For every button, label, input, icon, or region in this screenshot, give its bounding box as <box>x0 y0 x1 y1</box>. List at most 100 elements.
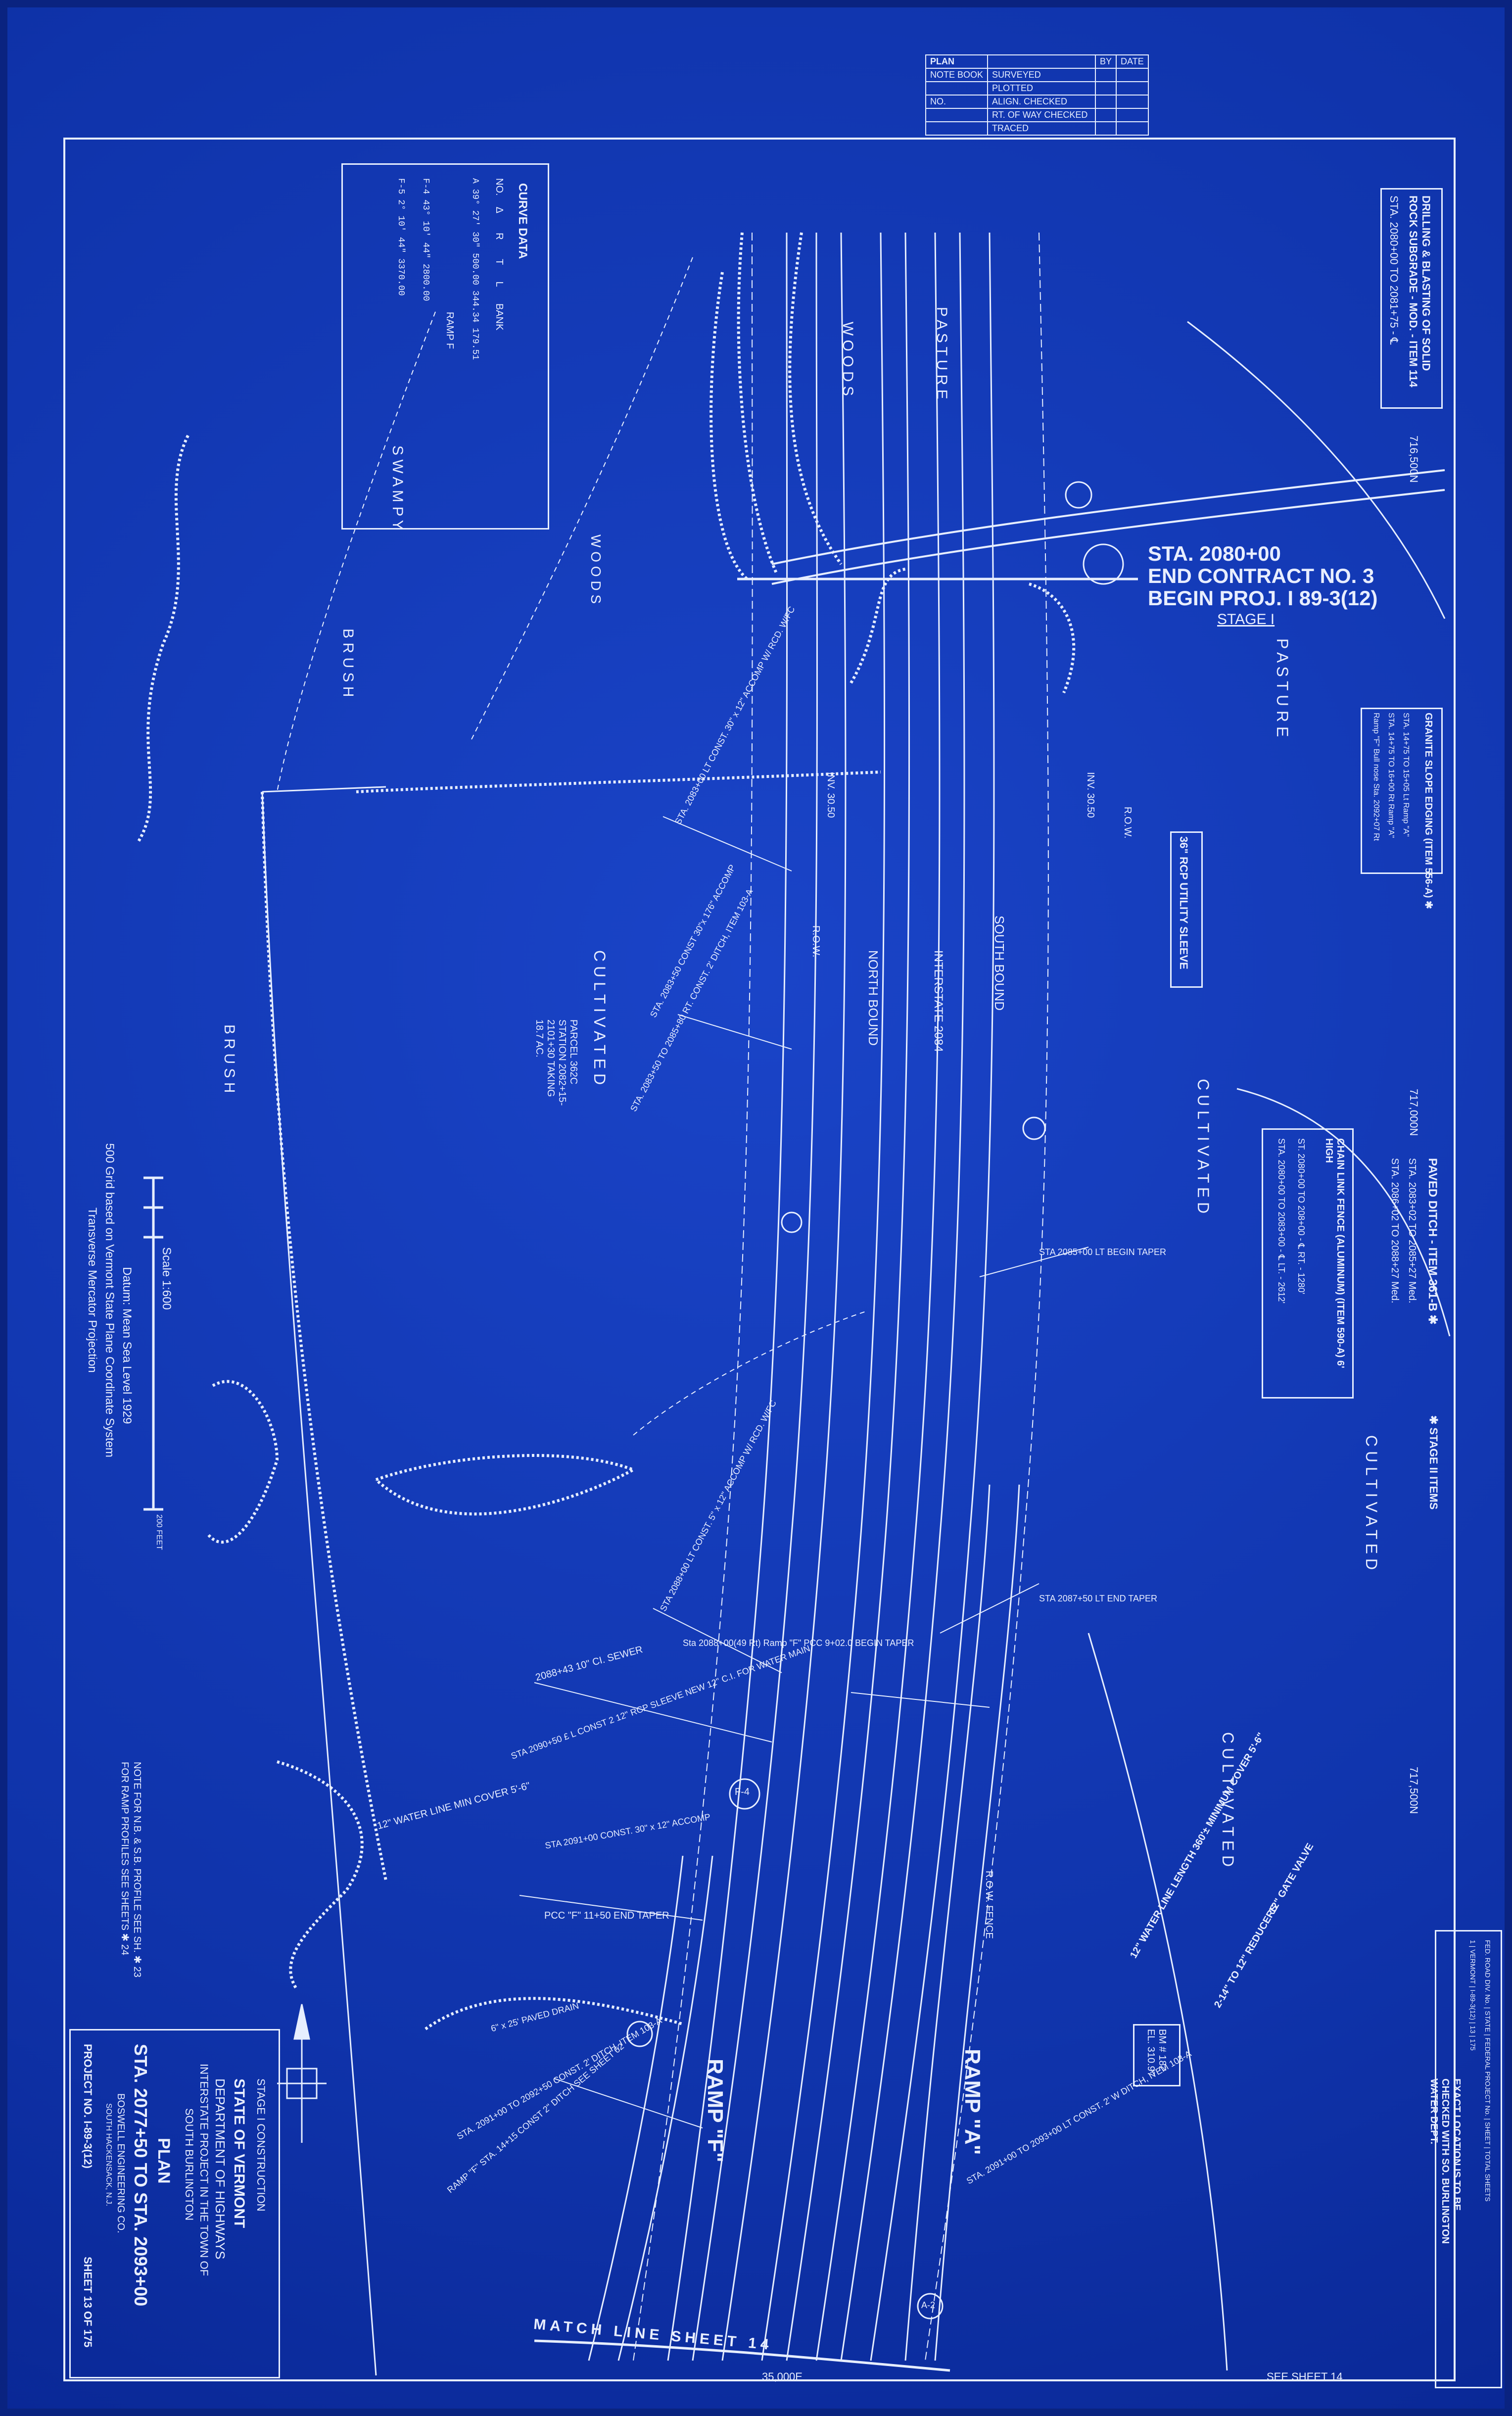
stamp-row-1: SURVEYED <box>987 68 1096 82</box>
land-boundaries <box>277 257 866 1436</box>
coord-mid: 717,000N <box>1408 1089 1420 1136</box>
stamp-by: BY <box>1095 54 1117 69</box>
station-f4: F-4 <box>735 1787 750 1797</box>
row-left: R.O.W. <box>810 925 821 958</box>
exact-location-note: EXACT LOCATION IS TO BE CHECKED WITH SO.… <box>1428 2078 1462 2244</box>
drilling-sta: STA. 2080+00 TO 2081+75 - ℄ <box>1388 195 1400 345</box>
curve-row-2: F-4 43° 10' 44" 2800.00 <box>421 178 430 301</box>
bm-label: BM # 182 EL. 310.97 <box>1145 2029 1168 2077</box>
cross-road <box>771 489 1445 585</box>
bm-box <box>1133 2024 1181 2086</box>
fence-note: CHAIN LINK FENCE (ALUMINUM) (ITEM 590-A)… <box>1323 1138 1346 1368</box>
ramp-a-label: RAMP "A" <box>960 2049 985 2155</box>
ramp-f-line <box>617 1855 713 2361</box>
curve-data-title: CURVE DATA <box>516 183 529 259</box>
pasture-right: P A S T U R E <box>1274 638 1291 737</box>
granite-box <box>1361 708 1443 874</box>
highway-lines <box>667 232 995 2361</box>
projection-text: Transverse Mercator Projection <box>86 1208 99 1373</box>
fence-box <box>1262 1128 1354 1399</box>
stamp-row-4: RT. OF WAY CHECKED <box>987 108 1096 122</box>
stone-walls <box>137 232 1076 2030</box>
row-lines <box>633 232 1049 2361</box>
curve-row-3: F-5 2° 10' 44" 3370.00 <box>396 178 406 296</box>
title-sheet: SHEET 13 OF 175 <box>82 2257 94 2348</box>
coord-top: 716,500N <box>1408 435 1420 483</box>
inv-left: INV. 30.50 <box>825 772 836 818</box>
parcel-label: PARCEL 362C STATION 2082+15-2101+30 TAKI… <box>534 1019 579 1106</box>
sta-2087-note: STA 2087+50 LT END TAPER <box>1039 1594 1157 1603</box>
stamp-row-5: TRACED <box>987 121 1096 136</box>
stamp-left-2: NO. <box>925 95 989 109</box>
row-right: R.O.W. <box>1122 807 1133 839</box>
see-sheet-label: SEE SHEET 14 <box>1267 2370 1343 2383</box>
cultivated-right: C U L T I V A T E D <box>1194 1079 1212 1214</box>
stamp-row-2: PLOTTED <box>987 81 1096 96</box>
cross-road-2 <box>771 469 1445 565</box>
title-plan: PLAN <box>154 2138 173 2184</box>
woods-top: W O O D S <box>840 322 856 396</box>
pasture-top: P A S T U R E <box>934 307 950 399</box>
title-project-desc: INTERSTATE PROJECT IN THE TOWN OF <box>198 2064 210 2276</box>
title-state: STATE OF VERMONT <box>231 2078 247 2228</box>
cultivated-mid: C U L T I V A T E D <box>591 950 609 1085</box>
inv-right: INV. 30.50 <box>1085 772 1096 818</box>
title-engineer-city: SOUTH HACKENSACK, N.J. <box>104 2103 113 2207</box>
stage-i-label: STAGE I <box>1217 611 1275 628</box>
end-contract-label: END CONTRACT NO. 3 <box>1148 564 1374 587</box>
row-fence: R.O.W. FENCE <box>984 1871 994 1939</box>
curve-header-row: NO. Δ R T L BANK <box>494 178 505 331</box>
title-town: SOUTH BURLINGTON <box>183 2108 195 2221</box>
pcc-note: PCC "F" 11+50 END TAPER <box>544 1910 669 1921</box>
grid-text: 500 Grid based on Vermont State Plane Co… <box>103 1143 116 1458</box>
stage-two-note: ✱ STAGE II ITEMS <box>1427 1415 1440 1510</box>
brush-top: B R U S H <box>340 628 356 697</box>
north-arrow <box>277 2004 327 2143</box>
begin-proj-label: BEGIN PROJ. I 89-3(12) <box>1148 586 1378 610</box>
granite-line-3: Ramp "F" Bull nose Sta. 2092+07 Rt <box>1372 713 1380 841</box>
swampy-label: S W A M P Y <box>389 445 406 530</box>
profile-note: NOTE FOR N.B. & S.B. PROFILE SEE SH. ✱ 2… <box>119 1762 142 1978</box>
title-stations: STA. 2077+50 TO STA. 2093+00 <box>131 2044 151 2307</box>
granite-line-1: STA. 14+75 TO 15+05 Lt Ramp "A" <box>1402 713 1410 837</box>
leader-lines <box>519 816 1089 2128</box>
map-border <box>63 138 1456 2381</box>
title-department: DEPARTMENT OF HIGHWAYS <box>213 2078 228 2260</box>
fence-line-2: STA. 2080+00 TO 2083+00 - ℄ LT. - 2612' <box>1276 1138 1286 1304</box>
ramp-a-line <box>904 1484 991 2361</box>
north-bound-label: NORTH BOUND <box>866 950 881 1046</box>
title-block <box>69 2029 280 2378</box>
sta-2088b-note: Sta 2088+00(49 Rt) Ramp "F" PCC 9+02.0 B… <box>683 1638 914 1648</box>
fed-block <box>1435 1930 1502 2388</box>
ramp-f-line-2 <box>588 1855 684 2361</box>
brush-left: B R U S H <box>221 1024 237 1093</box>
fed-values: 1 | VERMONT | I-89-3(12) | 13 | 175 <box>1469 1940 1477 2051</box>
ramp-f-label: RAMP "F" <box>703 2059 727 2163</box>
stamp-row-3: ALIGN. CHECKED <box>987 95 1096 109</box>
coord-bottom: 35,000E <box>762 2370 803 2383</box>
drilling-note: DRILLING & BLASTING OF SOLID ROCK SUBGRA… <box>1407 195 1432 387</box>
match-line <box>534 2339 950 2372</box>
scale-bar <box>143 1176 163 1511</box>
stamp-header: PLAN <box>925 54 989 69</box>
paved-ditch-1: STA. 2083+02 TO 2085+27 Med. <box>1407 1158 1418 1304</box>
curve-row-1: A 39° 27' 30" 500.00 344.34 179.51 <box>470 178 480 360</box>
fence-line-1: ST. 2080+00 TO 208+00 - ℄ RT. - 1280' <box>1296 1138 1306 1295</box>
curve-ramp-label: RAMP F <box>444 312 455 349</box>
title-stage: STAGE I CONSTRUCTION <box>255 2078 267 2212</box>
coord-low: 717,500N <box>1408 1767 1420 1814</box>
title-engineer: BOSWELL ENGINEERING CO. <box>115 2093 126 2233</box>
sta-2085-note: STA 2085+00 LT BEGIN TAPER <box>1039 1247 1166 1257</box>
interstate-label: INTERSTATE 2084 <box>932 950 945 1052</box>
utility-box <box>1170 831 1203 988</box>
title-project-no: PROJECT NO. I-89-3(12) <box>82 2044 94 2169</box>
south-bound-label: SOUTH BOUND <box>992 916 1007 1011</box>
station-a2: A-2 <box>921 2300 936 2310</box>
scale-text: Scale 1:600 <box>160 1247 173 1310</box>
scale-feet: 200 FEET <box>155 1514 163 1550</box>
cultivated-right-2: C U L T I V A T E D <box>1363 1435 1380 1570</box>
fed-header: FED. ROAD DIV. No. | STATE | FEDERAL PRO… <box>1484 1940 1492 2202</box>
station-circles <box>626 1778 944 2319</box>
